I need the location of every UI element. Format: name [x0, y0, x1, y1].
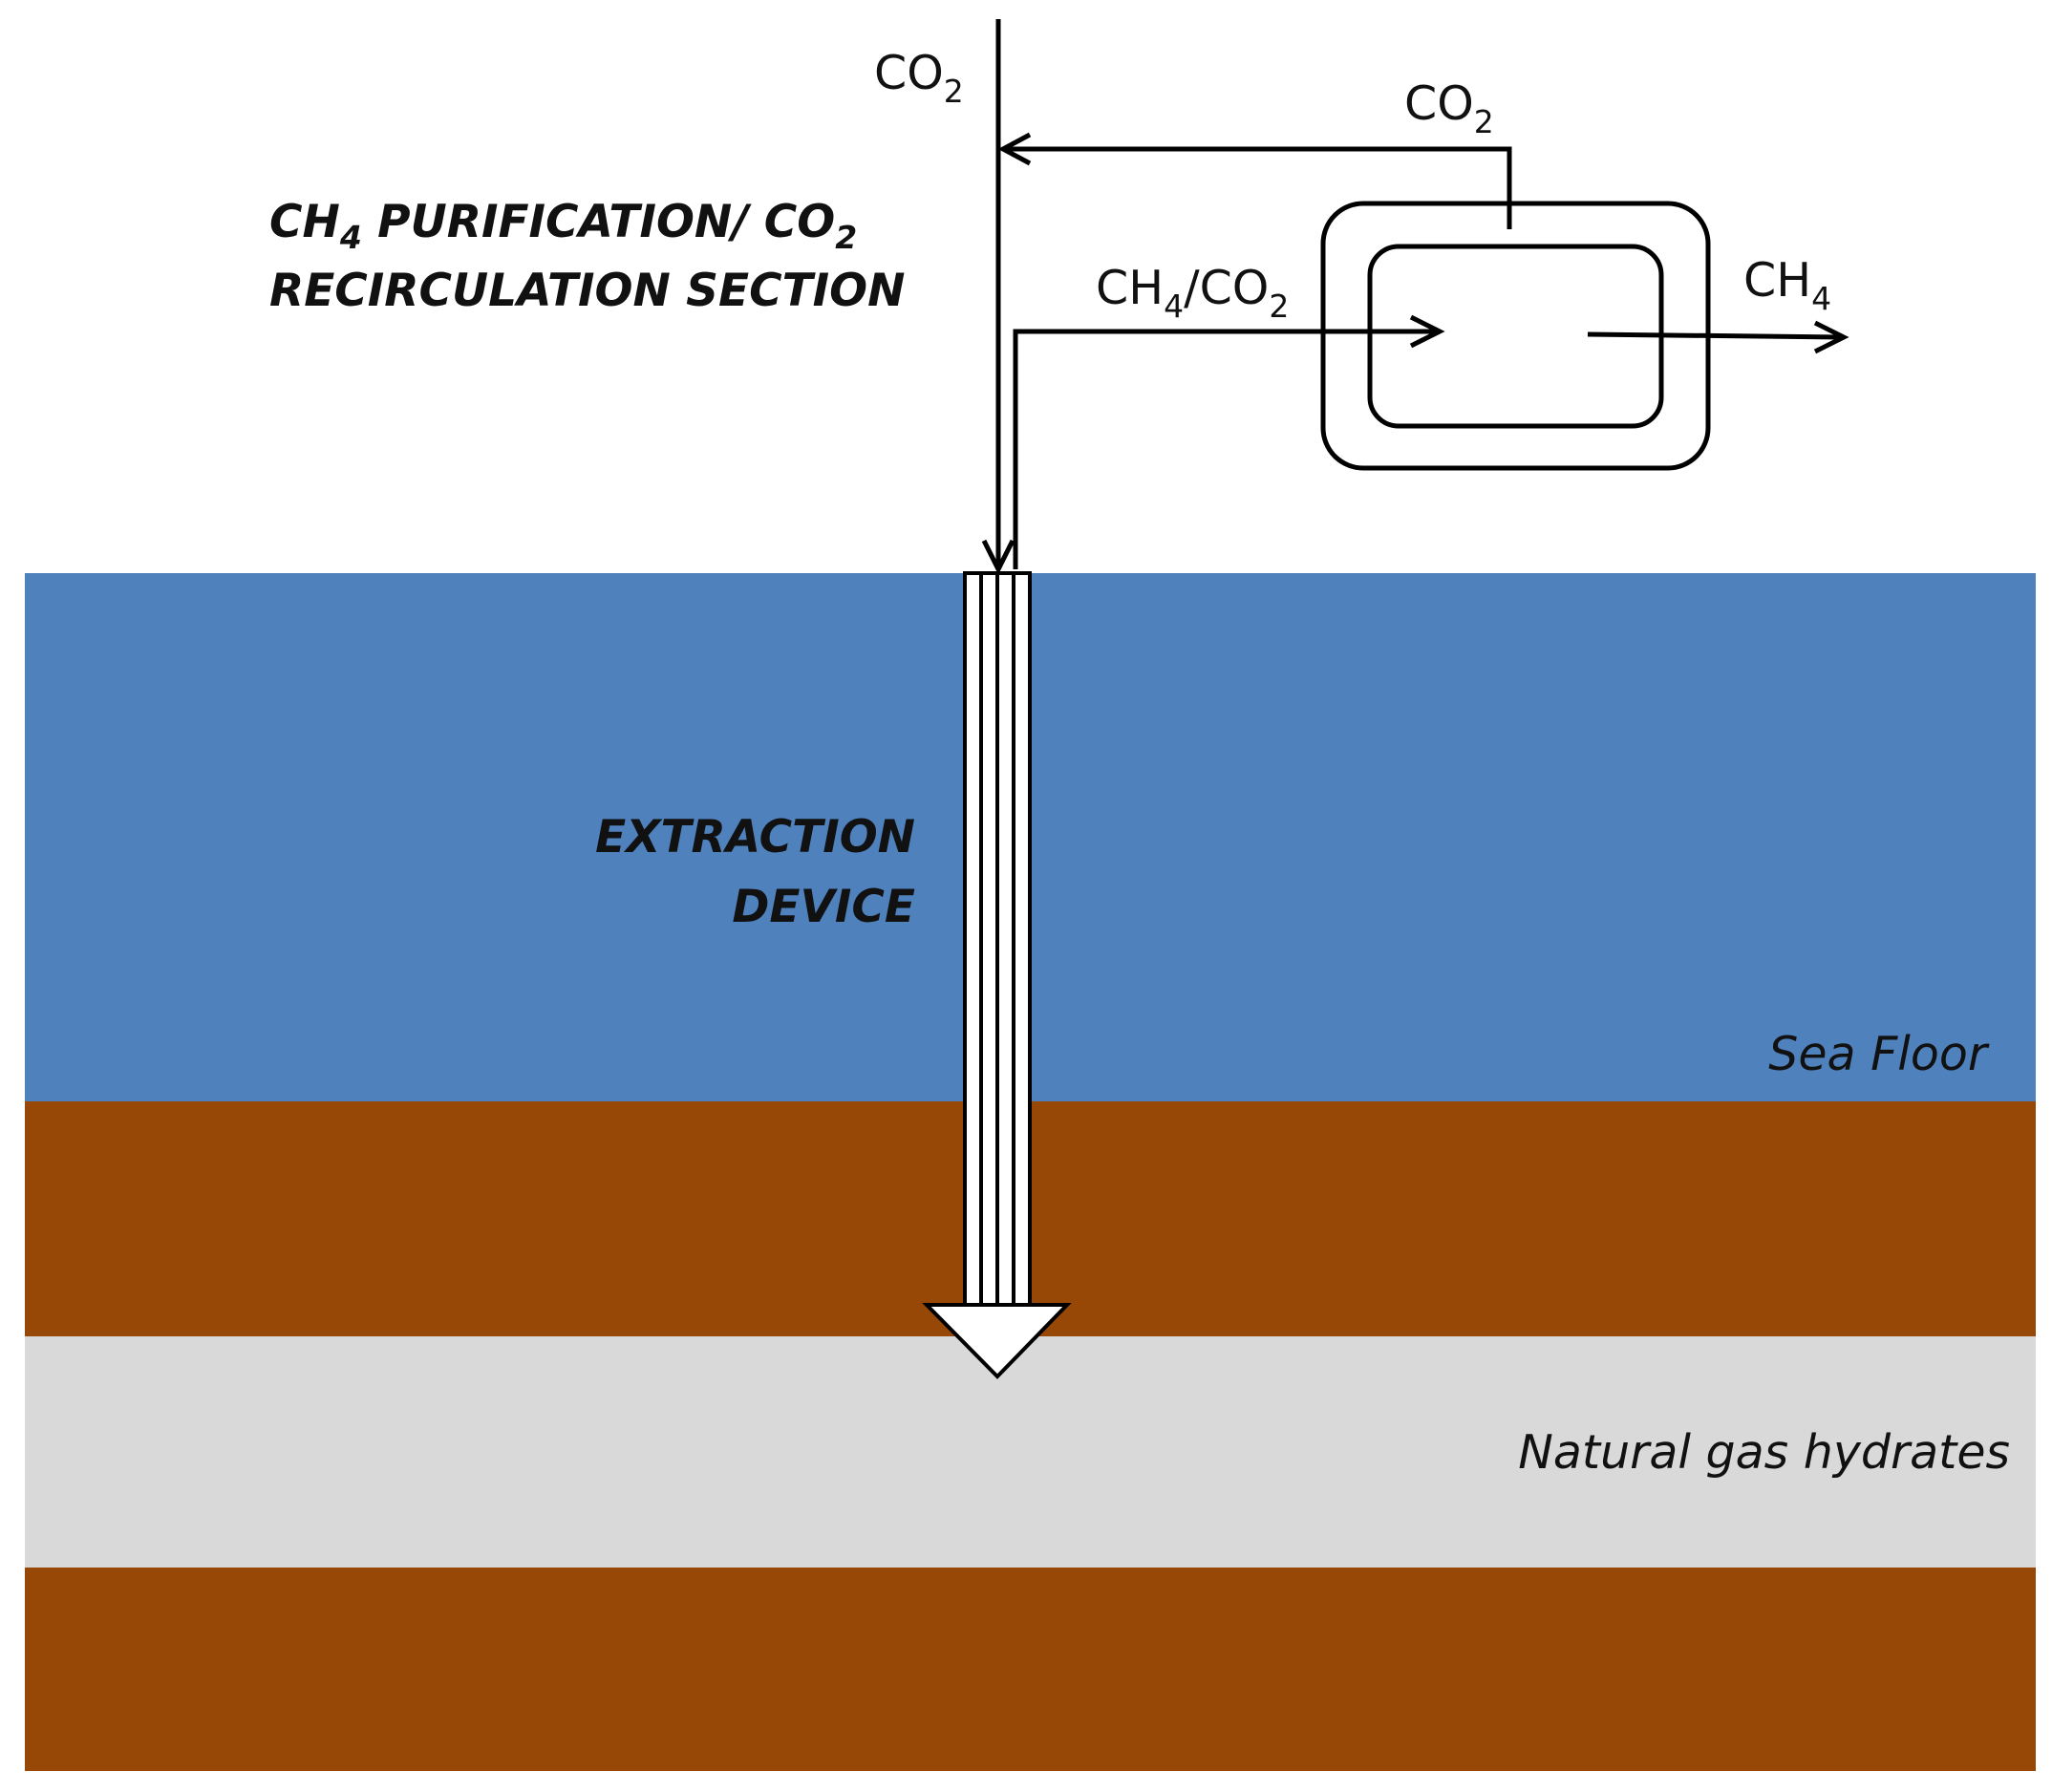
- extraction-device-label-line2: DEVICE: [732, 881, 915, 933]
- co2-injection-line: [981, 19, 1015, 575]
- co2-inlet-label: CO2: [874, 46, 964, 110]
- ch4-co2-feed-line: [1013, 314, 1445, 569]
- ch4-product-line: [1587, 320, 1849, 354]
- co2-recycle-line: [997, 132, 1512, 229]
- lower-sediment-layer: [25, 1568, 2036, 1771]
- extraction-device-label-line1: EXTRACTION: [595, 811, 915, 864]
- hydrate-layer: [25, 1336, 2036, 1568]
- extraction-device: [922, 571, 1072, 1379]
- section-title-line1: CH4 PURIFICATION/ CO2: [269, 196, 857, 256]
- ch4-co2-feed-label: CH4/CO2: [1096, 261, 1289, 325]
- co2-recycle-label: CO2: [1404, 76, 1494, 140]
- drill-tip-icon: [922, 1303, 1072, 1379]
- natural-gas-hydrates-label: Natural gas hydrates: [1518, 1425, 2010, 1480]
- sea-floor-label: Sea Floor: [1768, 1027, 1990, 1081]
- ch4-product-label: CH4: [1743, 253, 1831, 317]
- section-title-line2: RECIRCULATION SECTION: [269, 265, 905, 317]
